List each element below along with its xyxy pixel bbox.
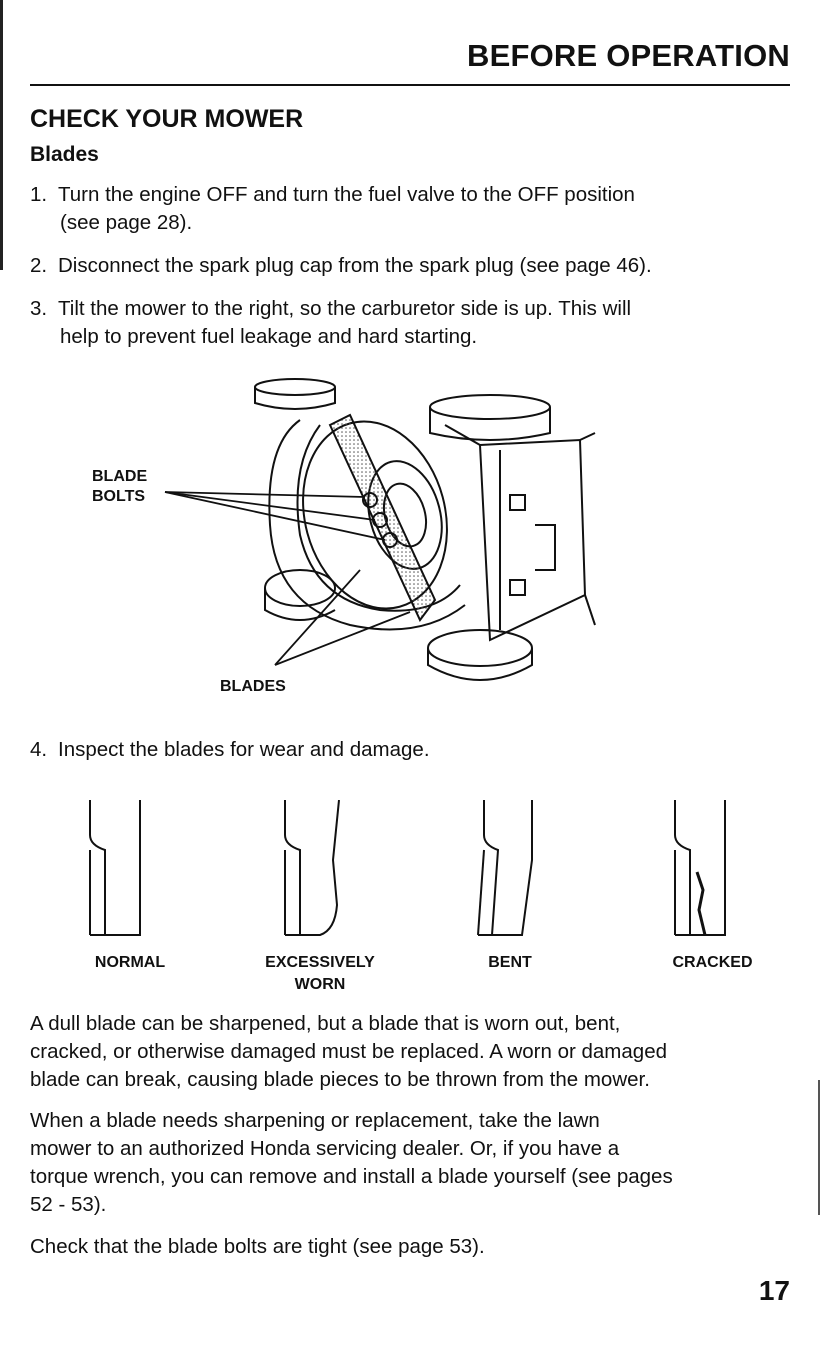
step-text-cont: (see page 28). xyxy=(60,211,193,234)
label-line: CRACKED xyxy=(672,954,753,971)
para-line: torque wrench, you can remove and instal… xyxy=(30,1165,673,1188)
step-text: Inspect the blades for wear and damage. xyxy=(58,738,430,761)
section-title: BEFORE OPERATION xyxy=(467,38,790,73)
cracked-blade-figure xyxy=(674,800,726,936)
para-line: Check that the blade bolts are tight (se… xyxy=(30,1235,485,1258)
blade-bolts-label: BLADE BOLTS xyxy=(92,467,147,507)
blade-damage-paragraph: A dull blade can be sharpened, but a bla… xyxy=(30,1010,800,1094)
para-line: When a blade needs sharpening or replace… xyxy=(30,1109,600,1132)
page-number: 17 xyxy=(758,1275,790,1306)
excessively-worn-blade-figure xyxy=(284,800,340,936)
page-header: BEFORE OPERATION xyxy=(30,38,790,86)
step-3: 3. Tilt the mower to the right, so the ca… xyxy=(30,295,800,351)
step-text: Disconnect the spark plug cap from the s… xyxy=(58,254,652,277)
para-line: blade can break, causing blade pieces to… xyxy=(30,1068,650,1091)
scan-edge-mark-right xyxy=(818,1080,820,1215)
page-heading: CHECK YOUR MOWER xyxy=(30,105,304,133)
para-line: cracked, or otherwise damaged must be re… xyxy=(30,1040,667,1063)
normal-label: NORMAL xyxy=(70,952,190,974)
para-line: A dull blade can be sharpened, but a bla… xyxy=(30,1012,621,1035)
label-line: NORMAL xyxy=(94,954,166,971)
para-line: mower to an authorized Honda servicing d… xyxy=(30,1137,620,1160)
bent-blade-figure xyxy=(477,800,533,936)
sharpening-paragraph: When a blade needs sharpening or replace… xyxy=(30,1107,800,1219)
step-number: 4. xyxy=(30,738,48,761)
callout-leader-lines xyxy=(164,491,411,666)
step-text: Tilt the mower to the right, so the carb… xyxy=(58,297,632,320)
step-4: 4. Inspect the blades for wear and damage… xyxy=(30,736,800,764)
step-number: 1. xyxy=(30,183,48,206)
callout-line: BOLTS xyxy=(92,488,146,505)
step-text-cont: help to prevent fuel leakage and hard st… xyxy=(60,325,478,348)
label-line: BENT xyxy=(488,954,532,971)
step-2: 2. Disconnect the spark plug cap from the… xyxy=(30,252,800,280)
blades-label: BLADES xyxy=(220,678,286,695)
step-number: 2. xyxy=(30,254,48,277)
step-1: 1. Turn the engine OFF and turn the fuel … xyxy=(30,181,800,237)
blades-subheading: Blades xyxy=(30,143,99,166)
label-line: WORN xyxy=(294,976,346,993)
bent-label: BENT xyxy=(460,952,560,974)
step-text: Turn the engine OFF and turn the fuel va… xyxy=(58,183,635,206)
callout-line: BLADE xyxy=(92,468,148,485)
normal-blade-figure xyxy=(89,800,141,936)
step-number: 3. xyxy=(30,297,48,320)
para-line: 52 - 53). xyxy=(30,1193,107,1216)
mower-blade-illustration xyxy=(254,378,596,681)
bolt-check-paragraph: Check that the blade bolts are tight (se… xyxy=(30,1233,800,1261)
label-line: EXCESSIVELY xyxy=(265,954,375,971)
cracked-label: CRACKED xyxy=(650,952,775,974)
excessively-worn-label: EXCESSIVELY WORN xyxy=(240,952,400,996)
scan-edge-mark xyxy=(0,0,3,270)
